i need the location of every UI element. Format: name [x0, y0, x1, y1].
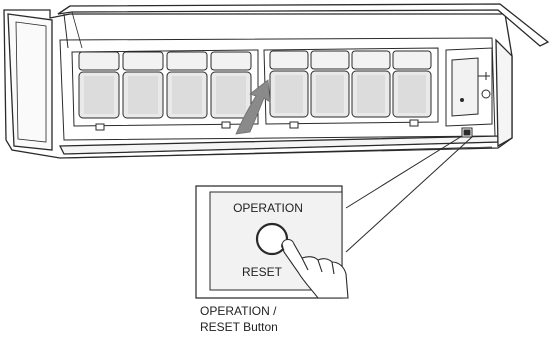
- zoom-callout: OPERATION RESET: [196, 186, 348, 298]
- filter-right: [264, 48, 438, 128]
- operation-reset-button-icon: [257, 224, 287, 254]
- unit-left-side: [8, 14, 52, 150]
- caption-line-1: OPERATION /: [200, 303, 278, 319]
- control-section: [446, 48, 492, 137]
- callout-bottom-label: RESET: [242, 265, 283, 279]
- filter-left: [72, 50, 258, 130]
- caption-line-2: RESET Button: [200, 319, 278, 335]
- button-caption: OPERATION / RESET Button: [200, 303, 278, 335]
- callout-leader: [346, 136, 472, 252]
- callout-top-label: OPERATION: [233, 201, 303, 215]
- unit-right-side: [496, 40, 512, 146]
